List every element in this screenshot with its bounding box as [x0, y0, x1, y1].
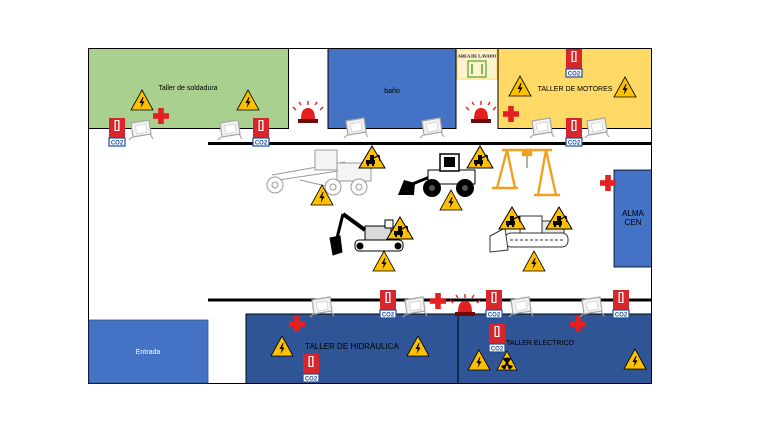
fire-extinguisher-icon — [252, 117, 270, 148]
excavator-icon — [329, 212, 404, 256]
electric-shop-label: TALLER ELECTRICO — [506, 340, 574, 347]
wash-area: AREA DE LAVADO — [456, 49, 498, 80]
fire-extinguisher-icon — [485, 289, 503, 320]
fire-extinguisher-icon — [108, 117, 126, 148]
fire-extinguisher-icon — [379, 289, 397, 320]
gantry-crane-icon — [492, 148, 560, 197]
bathroom-label: baño — [384, 88, 400, 95]
electric-shop: TALLER ELECTRICO — [457, 313, 652, 384]
hydraulic-shop-label: TALLER DE HIDRÁULICA — [305, 342, 399, 351]
warehouse-label-line: CEN — [625, 218, 642, 227]
fire-extinguisher-icon — [302, 353, 320, 384]
fire-extinguisher-icon — [612, 289, 630, 320]
wash-area-label: AREA DE LAVADO — [458, 54, 497, 59]
warehouse-label-line: ALMA — [622, 209, 644, 218]
motors-shop-label: TALLER DE MOTORES — [538, 86, 613, 93]
fire-extinguisher-icon — [565, 48, 583, 79]
radiation-icon — [496, 350, 518, 371]
wheel-loader-icon — [398, 153, 476, 197]
entrance: Entrada — [88, 319, 209, 384]
fire-extinguisher-icon — [488, 323, 506, 354]
welding-shop: Taller de soldadura — [88, 48, 289, 129]
entrance-label: Entrada — [136, 349, 161, 356]
welding-shop-label: Taller de soldadura — [158, 85, 217, 92]
bathroom: baño — [327, 48, 457, 129]
fire-extinguisher-icon — [565, 117, 583, 148]
